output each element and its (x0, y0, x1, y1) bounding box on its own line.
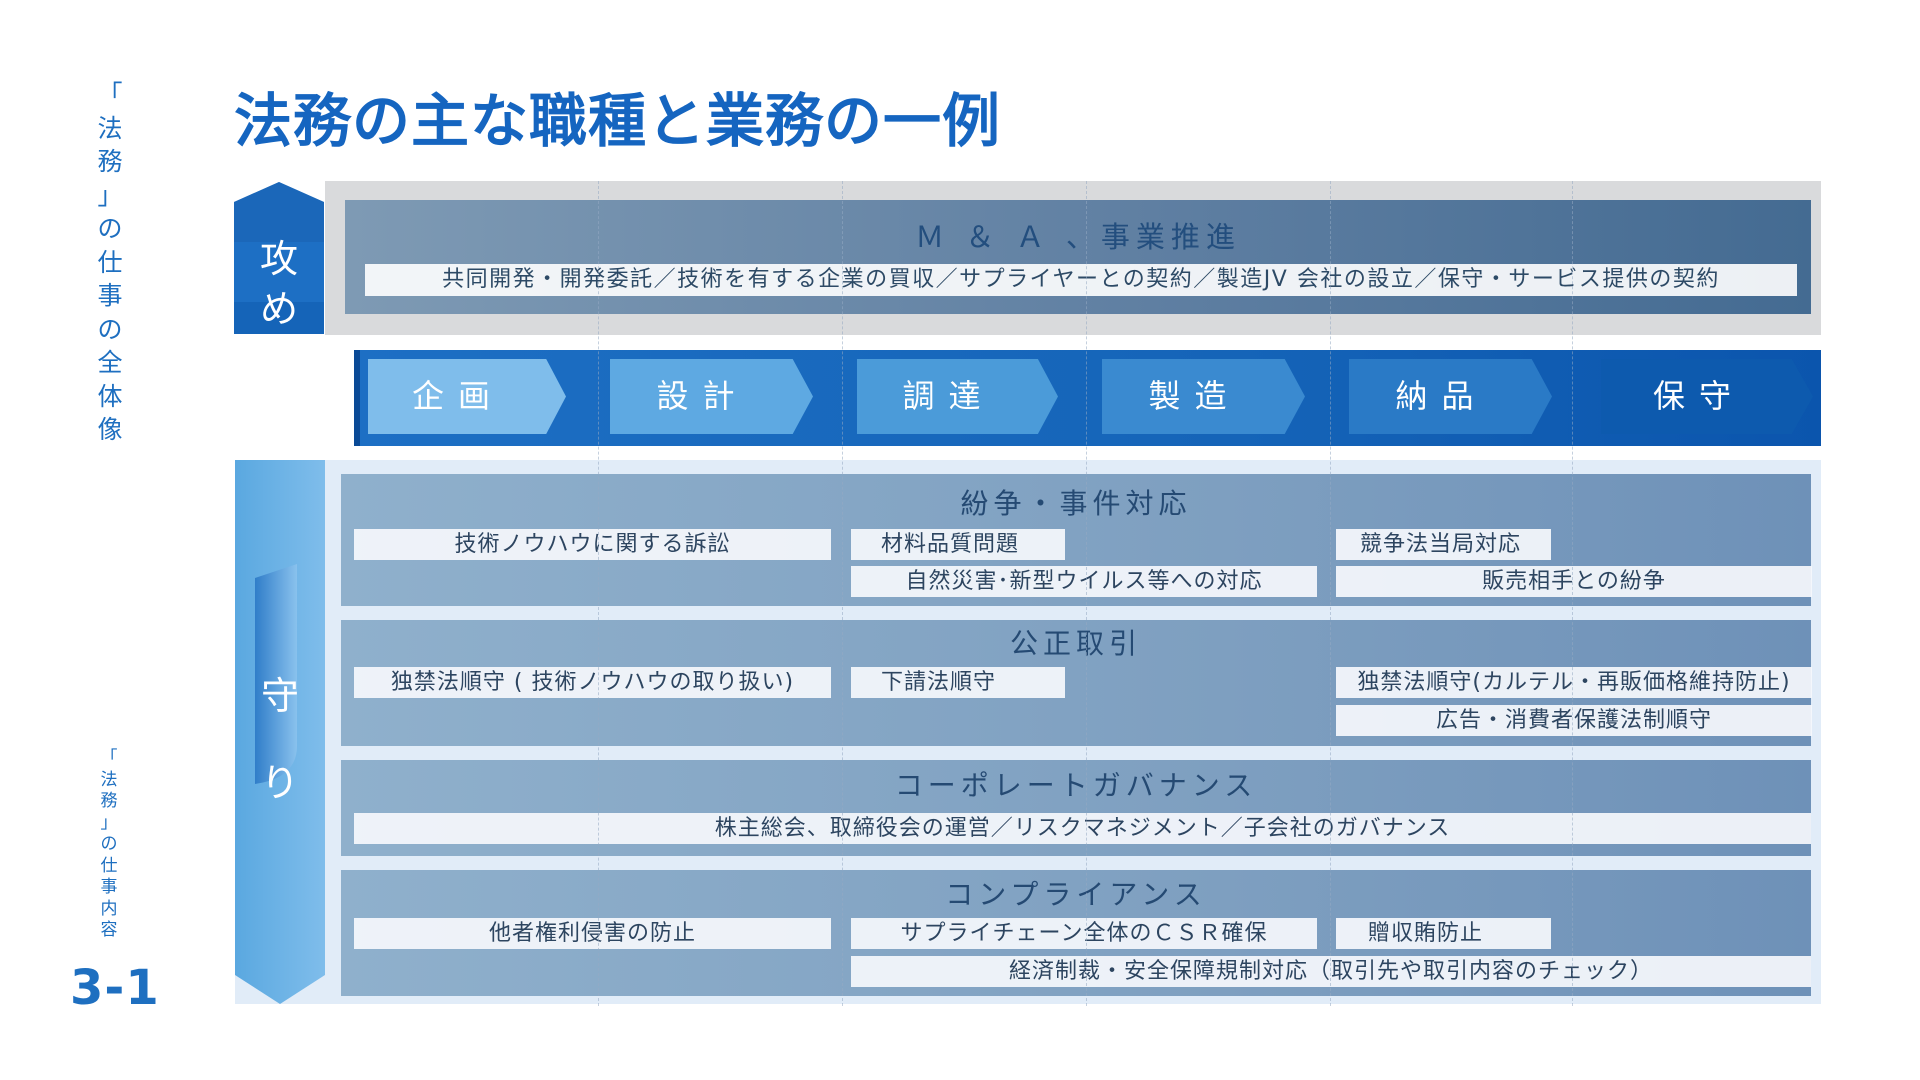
item-sales-dispute: 販売相手との紛争 (1336, 566, 1812, 597)
step-manufacture (1102, 359, 1305, 434)
step-plan-label: 企画 (411, 377, 504, 415)
item-disaster-response: 自然災害･新型ウイルス等への対応 (851, 566, 1317, 597)
side-label-char: 事 (100, 877, 118, 897)
item-tech-lawsuit: 技術ノウハウに関する訴訟 (354, 529, 831, 560)
side-label-char: 体 (97, 381, 123, 411)
side-label-char: 「 (97, 80, 123, 109)
side-label-top: 「 法 務 」 の 仕 事 の 全 体 像 (92, 78, 128, 447)
category-dispute-heading: 紛争・事件対応 (960, 487, 1192, 520)
phase-divider (842, 181, 843, 1006)
item-governance-ops: 株主総会、取締役会の運営／リスクマネジメント／子会社のガバナンス (354, 813, 1811, 844)
step-plan (368, 359, 566, 434)
step-maintain-label: 保守 (1652, 377, 1745, 415)
shield-icon (235, 460, 325, 1004)
side-label-char: 事 (97, 281, 123, 310)
phase-divider (1086, 181, 1087, 1006)
defense-tag-char-2: り (260, 761, 299, 805)
item-antitrust-cartel: 独禁法順守(カルテル・再販価格維持防止) (1336, 667, 1812, 698)
phase-divider (1572, 181, 1573, 1006)
item-competition-authority: 競争法当局対応 (1336, 529, 1551, 560)
attack-heading: Ｍ ＆ Ａ 、事業推進 (915, 220, 1241, 254)
side-label-char: 像 (97, 415, 123, 444)
side-label-char: の (97, 314, 123, 344)
phase-divider (598, 181, 599, 1006)
item-antitrust-tech: 独禁法順守 ( 技術ノウハウの取り扱い) (354, 667, 831, 698)
category-compliance-heading: コンプライアンス (945, 878, 1207, 911)
item-economic-sanctions: 経済制裁・安全保障規制対応（取引先や取引内容のチェック） (851, 956, 1811, 987)
side-label-char: 」 (97, 180, 123, 210)
attack-detail: 共同開発・開発委託／技術を有する企業の買収／サプライヤーとの契約／製造JV 会社… (365, 264, 1797, 296)
step-design (610, 359, 813, 434)
item-advertising-consumer: 広告・消費者保護法制順守 (1336, 705, 1812, 736)
item-anti-bribery: 贈収賄防止 (1336, 918, 1551, 949)
page-number: 3-1 (70, 960, 160, 1016)
step-procure (857, 359, 1058, 434)
side-label-char: 仕 (100, 855, 118, 876)
step-deliver-label: 納品 (1395, 377, 1488, 415)
category-fair-trade-heading: 公正取引 (1009, 627, 1142, 660)
item-infringement-prevention: 他者権利侵害の防止 (354, 918, 831, 949)
step-manufacture-label: 製造 (1148, 377, 1241, 415)
side-label-char: 容 (100, 920, 118, 940)
side-label-char: 「 (100, 748, 118, 768)
side-label-char: の (97, 214, 123, 243)
step-design-label: 設計 (656, 377, 749, 415)
step-deliver (1349, 359, 1552, 434)
process-band-edge (354, 350, 360, 446)
item-supply-chain-csr: サプライチェーン全体のＣＳＲ確保 (851, 918, 1317, 949)
step-maintain (1601, 359, 1813, 434)
side-label-char: 仕 (97, 247, 123, 277)
item-subcontract-law: 下請法順守 (851, 667, 1065, 698)
side-label-char: 務 (100, 791, 118, 811)
side-label-char: 全 (97, 348, 123, 377)
side-label-char: 法 (97, 113, 123, 143)
side-label-char: 」 (100, 812, 118, 833)
attack-tag-char-2: め (259, 287, 298, 331)
category-governance-heading: コーポレートガバナンス (894, 769, 1258, 802)
defense-tag-char-1: 守 (260, 674, 299, 718)
side-label-char: 法 (100, 769, 118, 790)
phase-divider (1330, 181, 1331, 1006)
page-title: 法務の主な職種と業務の一例 (234, 87, 1002, 155)
side-label-char: 務 (97, 147, 123, 176)
item-material-quality: 材料品質問題 (851, 529, 1065, 560)
side-label-bottom: 「 法 務 」 の 仕 事 内 容 (94, 748, 124, 942)
step-procure-label: 調達 (902, 377, 995, 415)
side-label-char: の (100, 834, 118, 854)
attack-tag (234, 182, 324, 334)
attack-tag-char-1: 攻 (259, 237, 298, 281)
side-label-char: 内 (100, 898, 118, 919)
